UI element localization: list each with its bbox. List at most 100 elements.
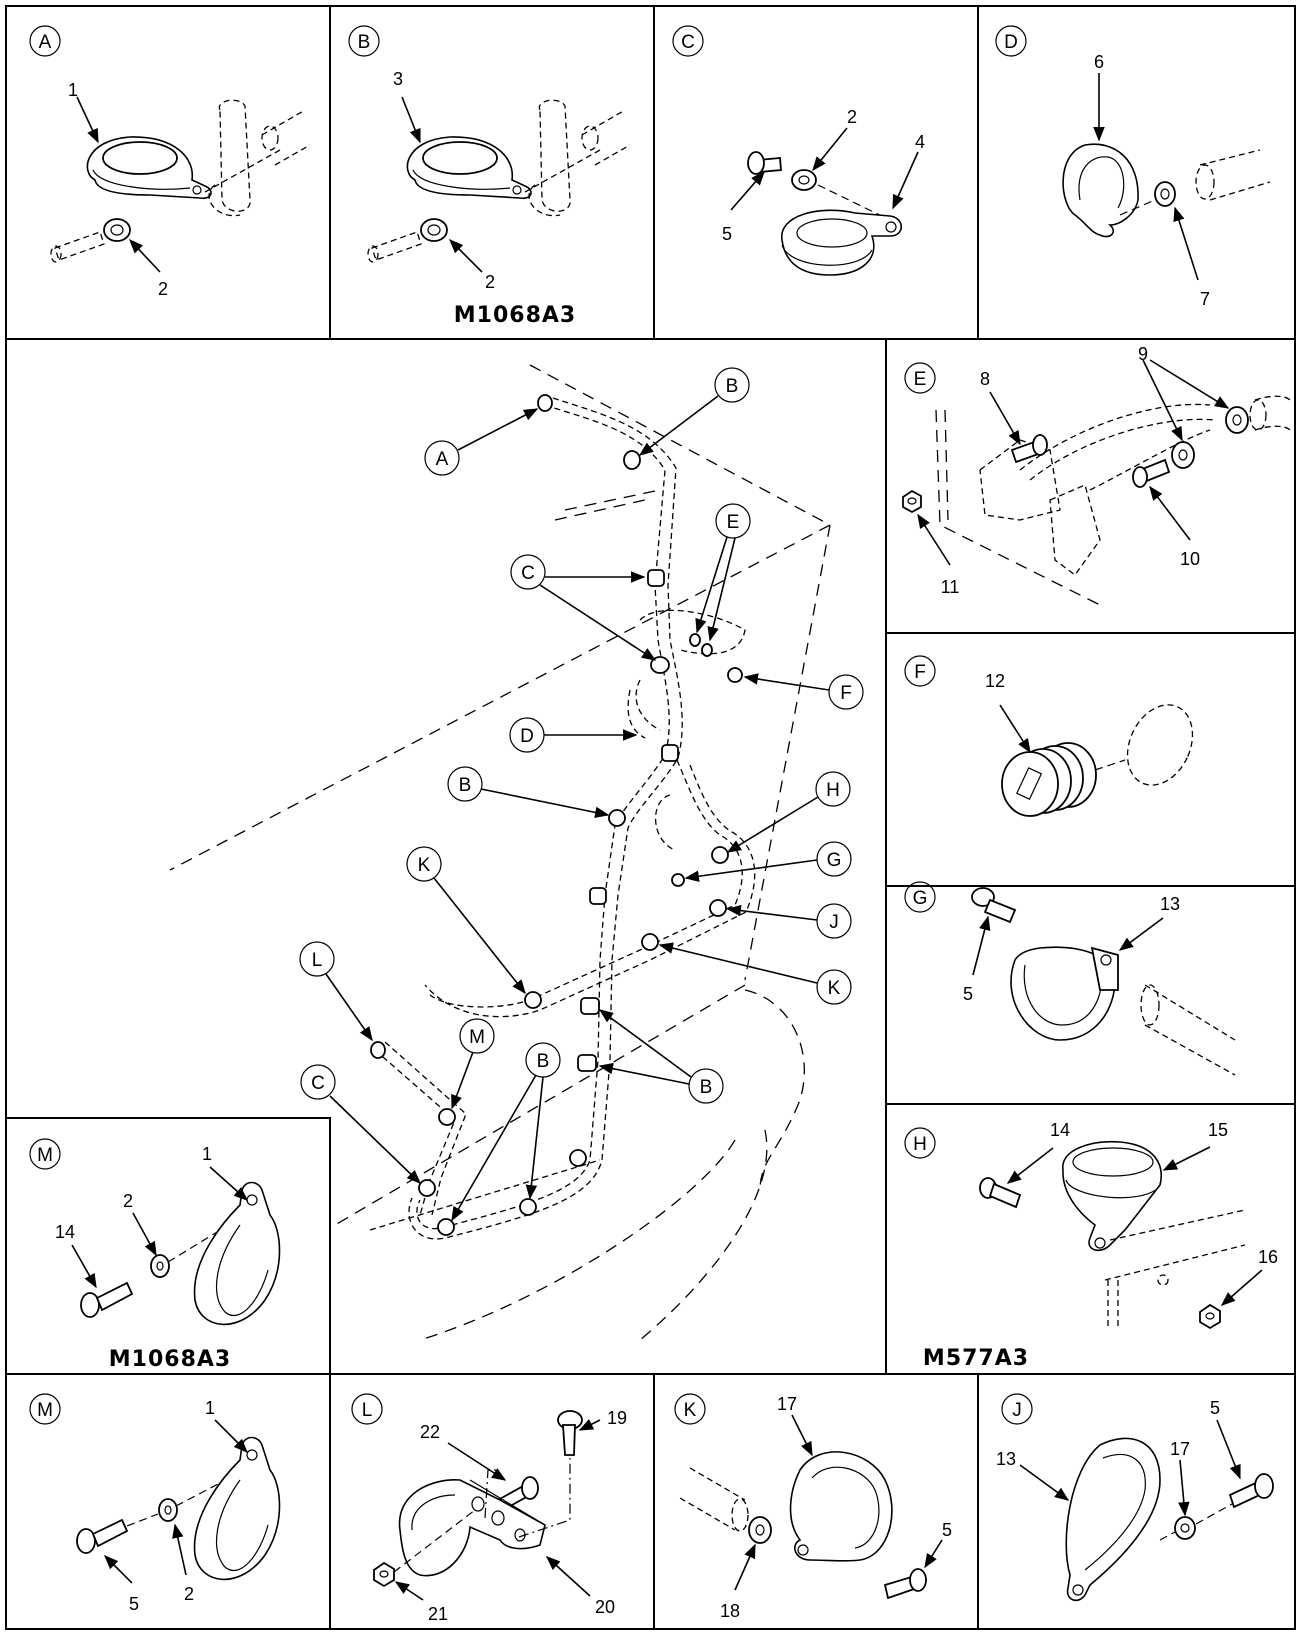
panel-a: A 1 2: [29, 25, 311, 299]
part-number-12: 12: [985, 671, 1005, 691]
lock-washer-icon: [1171, 406, 1249, 469]
panel-m: M 1 5 2: [29, 1393, 281, 1614]
panel-a-letter-circle: [29, 25, 61, 57]
part-number-8: 8: [980, 369, 990, 389]
panel-a-letter: A: [39, 32, 52, 53]
loop-clamp-icon: [1010, 946, 1119, 1041]
loop-clamp-icon: [1062, 143, 1139, 238]
panel-m-letter-circle: [29, 1393, 61, 1425]
panel-d: D 6 7: [995, 25, 1271, 309]
panel-k-letter-circle: [674, 1393, 706, 1425]
panel-e: E 8 9 10: [902, 344, 1291, 606]
panel-g: G 5 13: [904, 881, 1236, 1076]
part-number-5: 5: [942, 1520, 952, 1540]
panel-h: H 14 15 16 M577A3: [904, 1120, 1278, 1371]
panel-b: B 3 2 M1068A3: [348, 25, 631, 328]
panel-k-letter: K: [684, 1400, 697, 1421]
panel-m-m1068a3: M 1 2 14 M1068A3: [29, 1138, 281, 1372]
callout-e: E: [727, 512, 740, 533]
panel-f-letter-circle: [904, 655, 936, 687]
lock-washer-icon: [150, 1254, 170, 1278]
loop-clamp-icon: [1062, 1140, 1162, 1252]
screw-icon: [557, 1410, 583, 1456]
lock-washer-icon: [791, 169, 817, 191]
panel-m-letter: M: [37, 1400, 53, 1421]
model-label: M1068A3: [454, 303, 576, 328]
callout-b: B: [459, 775, 472, 796]
panel-e-letter-circle: [904, 362, 936, 394]
part-number-22: 22: [420, 1422, 440, 1442]
callout-f: F: [840, 683, 852, 704]
panel-g-letter: G: [913, 888, 928, 909]
panel-d-letter: D: [1004, 32, 1018, 53]
panel-b-letter-circle: [348, 25, 380, 57]
panel-h-letter: H: [913, 1134, 927, 1155]
panel-c: C 5 2 4: [672, 25, 925, 276]
loop-clamp-icon: [789, 1451, 893, 1562]
callout-g: G: [827, 850, 842, 871]
panel-b-letter: B: [358, 32, 371, 53]
screw-icon: [979, 1177, 1022, 1209]
nut-icon: [902, 489, 922, 514]
callout-h: H: [826, 780, 840, 801]
panel-l-letter-circle: [351, 1393, 383, 1425]
panel-l-letter: L: [362, 1400, 373, 1421]
screw-icon: [367, 231, 422, 263]
loop-clamp-icon: [193, 1181, 281, 1326]
bracket-icon: [398, 1479, 546, 1577]
panel-h-letter-circle: [904, 1127, 936, 1159]
panel-j-letter-circle: [1001, 1393, 1033, 1425]
part-number-17: 17: [777, 1394, 797, 1414]
callout-k: K: [828, 978, 841, 999]
lock-washer-icon: [158, 1498, 178, 1522]
part-number-2: 2: [158, 279, 168, 299]
part-number-14: 14: [55, 1222, 75, 1242]
callout-a: A: [436, 449, 449, 470]
panel-d-letter-circle: [995, 25, 1027, 57]
panel-m-letter-circle: [29, 1138, 61, 1170]
model-label: M577A3: [923, 1346, 1029, 1371]
panel-f-letter: F: [914, 662, 926, 683]
part-number-13: 13: [1160, 894, 1180, 914]
screw-icon: [883, 1568, 927, 1600]
part-number-16: 16: [1258, 1247, 1278, 1267]
loop-clamp-icon: [193, 1436, 281, 1581]
screw-icon: [80, 1281, 134, 1318]
screw-icon: [1010, 434, 1048, 464]
part-number-11: 11: [941, 577, 960, 597]
part-number-21: 21: [428, 1604, 448, 1624]
part-number-5: 5: [722, 224, 732, 244]
part-number-5: 5: [129, 1594, 139, 1614]
lock-washer-icon: [1154, 181, 1176, 207]
part-number-9: 9: [1138, 344, 1148, 364]
lock-washer-icon: [1174, 1516, 1196, 1540]
panel-j: J 5 17 13: [996, 1393, 1274, 1602]
part-number-15: 15: [1208, 1120, 1228, 1140]
part-number-14: 14: [1050, 1120, 1070, 1140]
callout-c: C: [311, 1073, 325, 1094]
grommet-icon: [1001, 742, 1097, 817]
part-number-19: 19: [607, 1408, 627, 1428]
model-label: M1068A3: [109, 1347, 231, 1372]
lock-washer-icon: [103, 218, 131, 242]
nut-icon: [1199, 1303, 1221, 1330]
callout-b: B: [726, 376, 739, 397]
screw-icon: [50, 231, 105, 263]
grommet-icon: [370, 394, 743, 1236]
callout-m: M: [469, 1027, 485, 1048]
panel-c-letter-circle: [672, 25, 704, 57]
screw-icon: [1132, 458, 1171, 488]
part-number-4: 4: [915, 132, 925, 152]
panel-m-letter: M: [37, 1145, 53, 1166]
part-number-1: 1: [202, 1144, 212, 1164]
part-number-7: 7: [1200, 289, 1210, 309]
part-number-1: 1: [68, 80, 78, 100]
main-harness-view: A B C E F D B H G K J K: [169, 364, 864, 1341]
lock-washer-icon: [748, 1516, 772, 1544]
part-number-5: 5: [963, 984, 973, 1004]
screw-icon: [971, 887, 1017, 924]
part-number-1: 1: [205, 1398, 215, 1418]
panel-g-letter-circle: [904, 881, 936, 913]
part-number-2: 2: [847, 107, 857, 127]
wire-harness-icon: [369, 397, 756, 1240]
